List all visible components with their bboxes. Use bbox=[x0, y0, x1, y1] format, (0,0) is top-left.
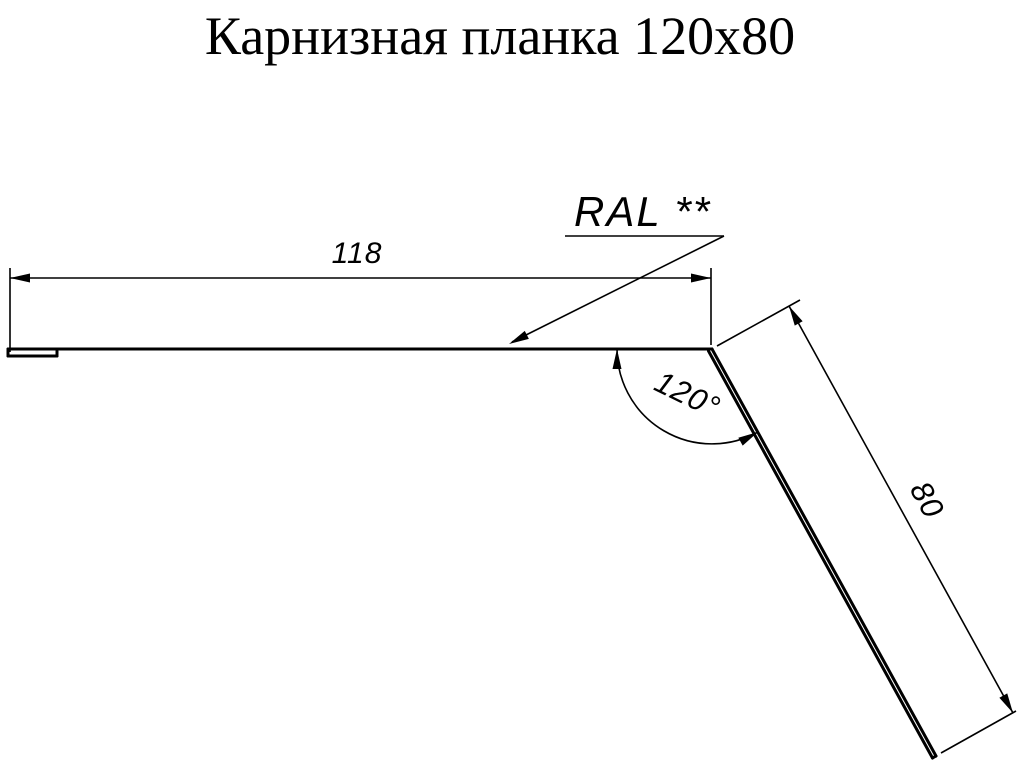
ral-label: RAL ** bbox=[574, 188, 711, 235]
profile-angled-inner-edge bbox=[707, 349, 934, 760]
dim-118-label: 118 bbox=[332, 237, 383, 270]
dim-80-extension-top bbox=[716, 299, 801, 347]
ral-leader-line bbox=[511, 235, 725, 343]
angle-arrow-horizontal bbox=[612, 349, 622, 369]
profile-outline bbox=[6, 347, 938, 760]
angle-arrow-flange bbox=[738, 432, 758, 446]
dim-80-label: 80 bbox=[903, 475, 951, 524]
ral-callout: RAL ** bbox=[509, 188, 725, 344]
dim-118-arrow-right bbox=[691, 273, 711, 283]
profile-angled-outer-edge bbox=[710, 347, 938, 758]
dimension-118: 118 bbox=[9, 237, 712, 352]
dim-80-extension-bottom bbox=[940, 710, 1017, 754]
dim-80-arrow-top bbox=[789, 306, 803, 326]
angle-arc bbox=[616, 348, 759, 445]
angle-label: 120° bbox=[649, 364, 726, 425]
ral-leader-arrow bbox=[509, 330, 529, 344]
drawing-title: Карнизная планка 120х80 bbox=[205, 6, 795, 66]
dim-118-arrow-left bbox=[10, 273, 30, 283]
dim-80-line bbox=[788, 305, 1014, 714]
dimension-80: 80 bbox=[716, 299, 1017, 754]
profile-tip-cap bbox=[931, 754, 938, 760]
dim-80-arrow-bottom bbox=[999, 693, 1013, 713]
